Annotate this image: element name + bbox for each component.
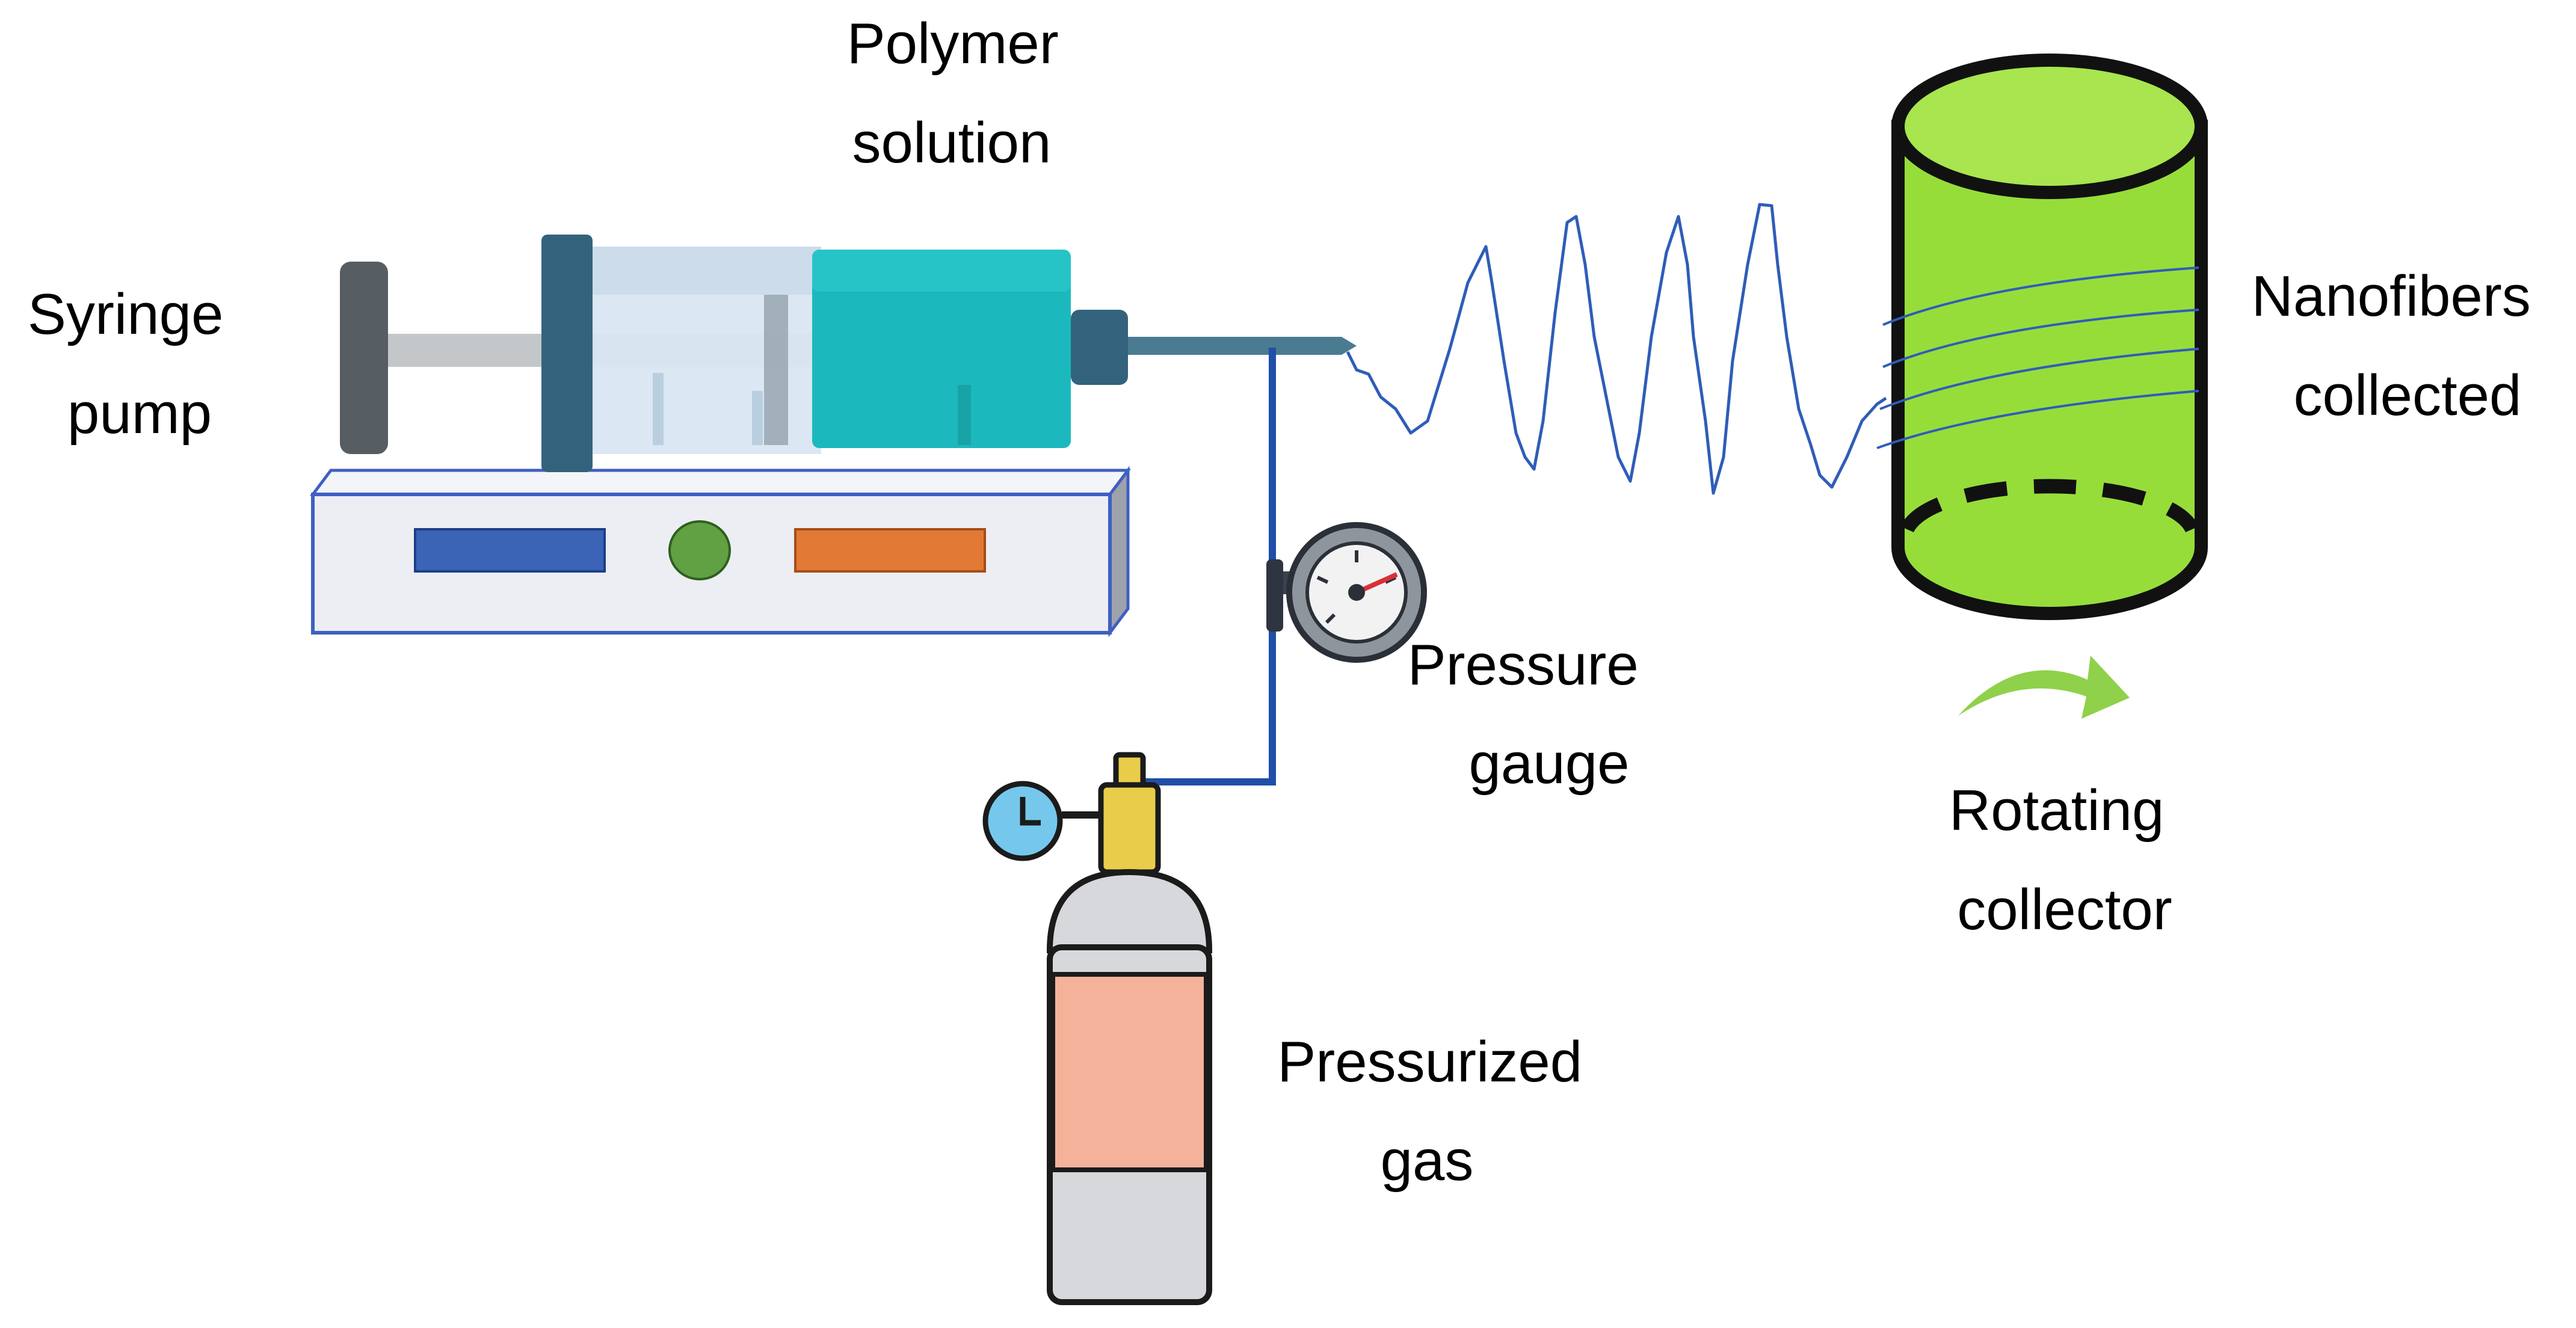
- valve-body: [1098, 782, 1161, 875]
- syringe-barrel-shade: [593, 247, 821, 295]
- collector-top: [1891, 54, 2208, 199]
- label-pressurized-gas: Pressurized gas: [1277, 1030, 1598, 1193]
- gas-tube: [1134, 348, 1276, 785]
- label-nanofibers-collected-line1: Nanofibers: [2252, 264, 2531, 328]
- label-rotating-collector: Rotating collector: [1949, 778, 2180, 942]
- label-polymer-solution: Polymer solution: [847, 11, 1075, 175]
- collector-back-rim: [1900, 479, 2199, 533]
- pump-display-right: [794, 528, 986, 573]
- plunger-stopper: [764, 295, 788, 445]
- rotation-arrow-icon: [1958, 656, 2130, 719]
- label-syringe-pump: Syringe pump: [28, 282, 239, 446]
- label-nanofibers-collected-line2: collected: [2294, 363, 2522, 428]
- solution-mark: [958, 385, 971, 445]
- rotating-collector: [1876, 54, 2208, 719]
- label-pressure-gauge-line2: gauge: [1469, 731, 1630, 796]
- solution-highlight: [812, 250, 1071, 292]
- nanofiber-jet: [1346, 203, 1887, 495]
- label-rotating-collector-line1: Rotating: [1949, 778, 2165, 843]
- syringe: [340, 235, 1357, 472]
- gas-cylinder: [982, 752, 1213, 1305]
- pump-display-left: [414, 528, 606, 573]
- barrel-mark-2: [752, 391, 763, 445]
- syringe-tip: [1071, 310, 1128, 385]
- barrel-mark-1: [653, 373, 664, 445]
- gas-line: [1134, 348, 1276, 785]
- label-pressurized-gas-line2: gas: [1381, 1128, 1474, 1193]
- gauge-hub: [1348, 584, 1365, 601]
- syringe-pump: [310, 466, 1131, 638]
- needle: [1128, 337, 1357, 355]
- label-syringe-pump-line2: pump: [67, 381, 212, 446]
- gauge-clamp: [1266, 559, 1283, 632]
- label-polymer-solution-line1: Polymer: [847, 11, 1059, 76]
- pump-button: [668, 520, 731, 580]
- collector-body: [1891, 120, 2208, 620]
- cylinder-band: [1050, 972, 1209, 1172]
- label-syringe-pump-line1: Syringe: [28, 282, 224, 346]
- label-pressure-gauge-line1: Pressure: [1408, 633, 1639, 697]
- collected-fiber-loops: [1876, 266, 2199, 449]
- label-rotating-collector-line2: collector: [1957, 878, 2172, 942]
- regulator-gauge-needle: [1020, 797, 1041, 826]
- pressure-gauge: [1266, 522, 1427, 663]
- cylinder-shoulder: [1046, 868, 1213, 953]
- pump-top-face: [310, 469, 1131, 496]
- polymer-solution-fill: [812, 250, 1071, 448]
- pump-side-face: [1108, 466, 1130, 638]
- label-pressure-gauge: Pressure gauge: [1408, 633, 1655, 796]
- label-nanofibers-collected: Nanofibers collected: [2252, 264, 2547, 428]
- syringe-flange: [541, 235, 593, 472]
- label-pressurized-gas-line1: Pressurized: [1277, 1030, 1582, 1094]
- label-polymer-solution-line2: solution: [852, 111, 1052, 175]
- plunger-handle: [340, 262, 388, 454]
